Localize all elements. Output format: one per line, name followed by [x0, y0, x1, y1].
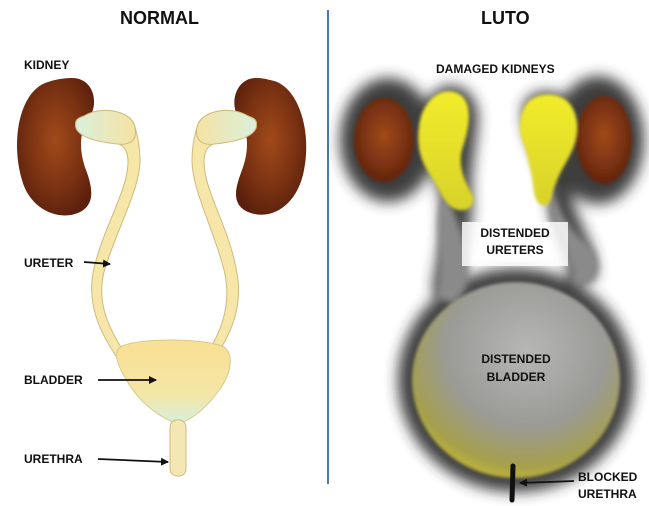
luto-right-kidney [576, 96, 632, 184]
distended-bladder-line2: BLADDER [468, 370, 564, 384]
distended-bladder-line1: DISTENDED [468, 352, 564, 366]
blocked-urethra-label: BLOCKED URETHRA [578, 470, 637, 501]
normal-left-kidney [17, 78, 94, 215]
distended-ureters-line1: DISTENDED [464, 226, 566, 240]
blocked-urethra-line2: URETHRA [578, 487, 637, 501]
distended-ureters-line2: URETERS [464, 243, 566, 257]
damaged-kidneys-label: DAMAGED KIDNEYS [436, 62, 555, 76]
distended-ureters-label: DISTENDED URETERS [464, 226, 566, 257]
luto-left-kidney [354, 98, 414, 182]
normal-title: NORMAL [120, 8, 199, 29]
luto-panel [340, 76, 644, 500]
ureter-label: URETER [24, 256, 73, 270]
normal-bladder [117, 340, 231, 424]
normal-urethra [170, 420, 186, 476]
normal-panel [17, 78, 306, 476]
distended-bladder-label: DISTENDED BLADDER [468, 352, 564, 384]
normal-right-ureter [192, 110, 257, 356]
luto-title: LUTO [481, 8, 530, 29]
normal-right-kidney [234, 78, 306, 215]
urethra-label: URETHRA [24, 452, 83, 466]
kidney-label: KIDNEY [24, 58, 69, 72]
luto-blocked-urethra [512, 466, 513, 500]
normal-left-ureter [75, 110, 140, 356]
urethra-arrow [98, 459, 168, 462]
bladder-label: BLADDER [24, 373, 83, 387]
blocked-urethra-line1: BLOCKED [578, 470, 637, 484]
